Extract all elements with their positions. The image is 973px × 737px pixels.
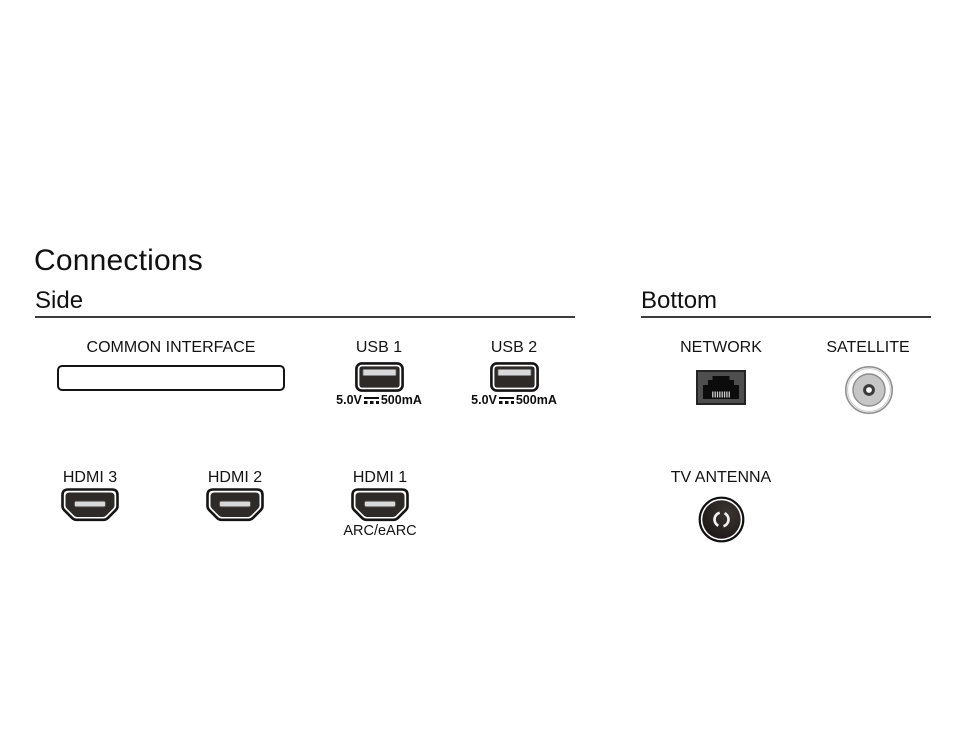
- hdmi1-sublabel: ARC/eARC: [343, 523, 417, 539]
- usb1-rating: 5.0V 500mA: [329, 393, 429, 407]
- network-label: NETWORK: [680, 339, 762, 356]
- usb2-label: USB 2: [490, 339, 538, 356]
- common-interface-label: COMMON INTERFACE: [86, 339, 256, 356]
- usb2-port-icon: [490, 362, 539, 392]
- hdmi3-port-icon: [61, 488, 119, 523]
- usb1-current: 500mA: [380, 393, 422, 407]
- tv-antenna-label: TV ANTENNA: [670, 469, 772, 486]
- usb1-label: USB 1: [355, 339, 403, 356]
- dc-symbol-icon: [498, 395, 514, 405]
- section-title-bottom: Bottom: [641, 287, 718, 314]
- hdmi1-port-icon: [351, 488, 409, 523]
- hdmi2-label: HDMI 2: [207, 469, 263, 486]
- bottom-section-divider: [641, 316, 931, 318]
- usb2-current: 500mA: [515, 393, 557, 407]
- usb1-voltage: 5.0V: [336, 393, 362, 407]
- dc-symbol-icon: [363, 395, 379, 405]
- side-section-divider: [35, 316, 575, 318]
- common-interface-slot-icon: [57, 365, 285, 391]
- rj45-port-icon: [696, 370, 746, 405]
- satellite-label: SATELLITE: [826, 339, 910, 356]
- hdmi3-label: HDMI 3: [62, 469, 118, 486]
- hdmi1-label: HDMI 1: [352, 469, 408, 486]
- section-title-side: Side: [35, 287, 84, 314]
- usb2-rating: 5.0V 500mA: [464, 393, 564, 407]
- antenna-connector-icon: [698, 496, 745, 543]
- usb2-voltage: 5.0V: [471, 393, 497, 407]
- page-title: Connections: [34, 244, 203, 277]
- hdmi2-port-icon: [206, 488, 264, 523]
- f-connector-icon: [844, 365, 894, 415]
- usb1-port-icon: [355, 362, 404, 392]
